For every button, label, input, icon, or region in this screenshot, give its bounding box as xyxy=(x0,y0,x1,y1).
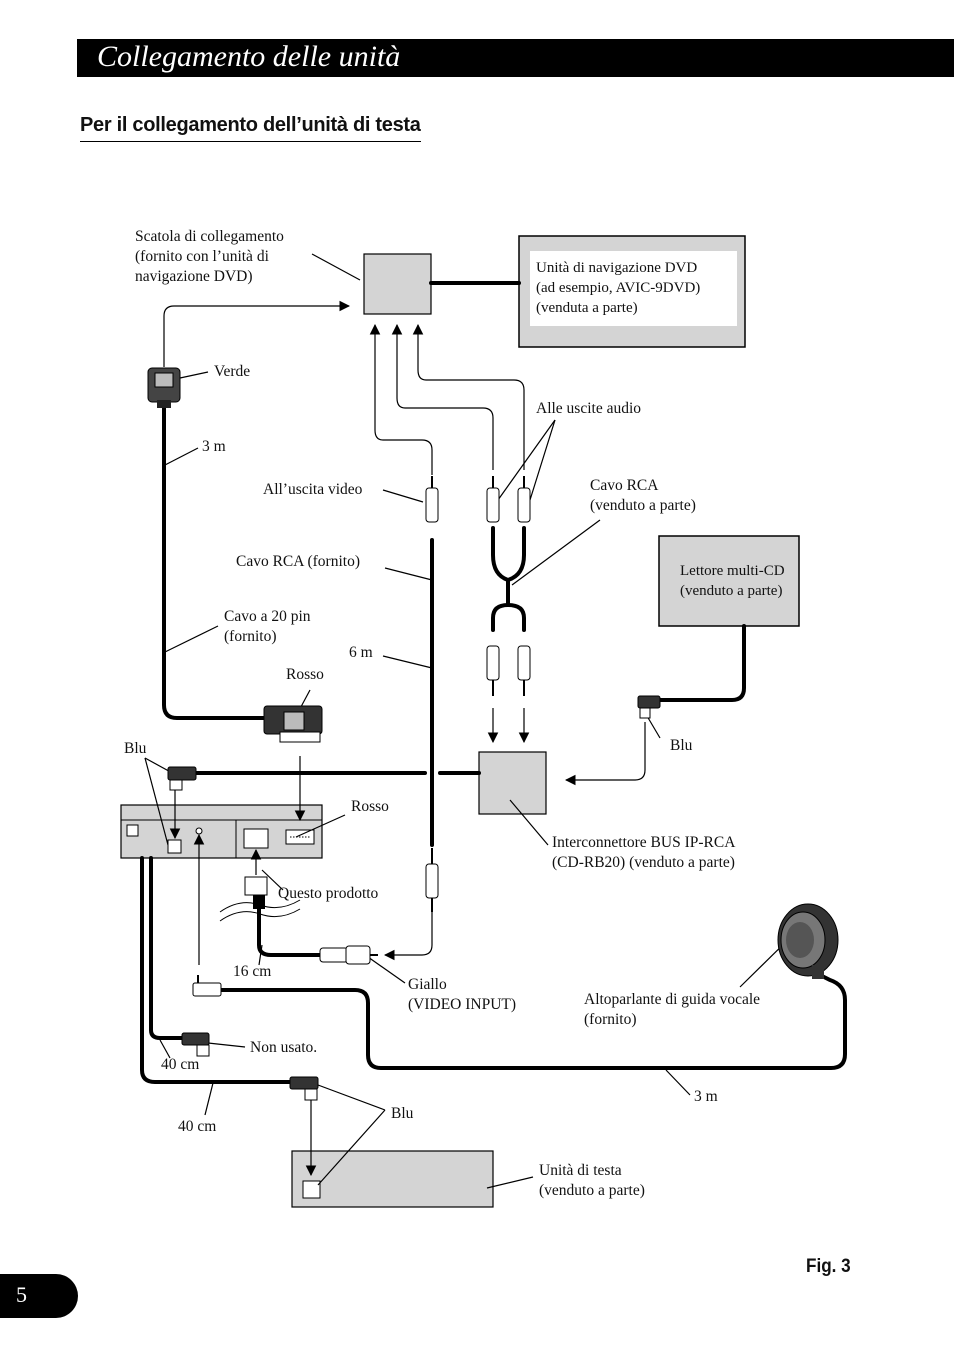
length-6m-label: 6 m xyxy=(349,644,373,661)
giallo-label: Giallo(VIDEO INPUT) xyxy=(408,976,517,1013)
multi-cd-label: Lettore multi-CD(venduto a parte) xyxy=(680,563,785,599)
page-number: 5 xyxy=(16,1282,27,1307)
section-title: Collegamento delle unità xyxy=(97,40,401,73)
verde-label: Verde xyxy=(214,363,251,380)
head-unit-label: Unità di testa(venduto a parte) xyxy=(539,1162,645,1199)
pin20-cable-label: Cavo a 20 pin(fornito) xyxy=(224,608,311,645)
green-connector xyxy=(147,367,181,408)
length-16cm-label: 16 cm xyxy=(233,963,272,980)
non-usato-label: Non usato. xyxy=(250,1039,318,1056)
rca-supplied-label: Cavo RCA (fornito) xyxy=(236,553,360,570)
dvd-nav-label: Unità di navigazione DVD(ad esempio, AVI… xyxy=(536,260,701,316)
length-40cm-a-label: 40 cm xyxy=(161,1056,200,1073)
rosso-mid-label: Rosso xyxy=(351,798,389,815)
product-unit xyxy=(120,804,323,859)
bus-ip-rca-box xyxy=(478,751,547,815)
dvd-nav-label-bg xyxy=(530,251,737,326)
blu-right-label: Blu xyxy=(670,737,693,754)
junction-box-label: Scatola di collegamento(fornito con l’un… xyxy=(135,228,284,285)
head-unit-port xyxy=(302,1180,321,1199)
junction-box xyxy=(363,253,432,315)
speaker-label: Altoparlante di guida vocale(fornito) xyxy=(584,991,761,1028)
blue-connectors xyxy=(167,695,661,1101)
subsection-title: Per il collegamento dell’unità di testa xyxy=(80,114,421,142)
page-number-tab: 5 xyxy=(0,1274,78,1318)
length-3m-top-label: 3 m xyxy=(202,438,226,455)
head-unit xyxy=(291,1150,494,1208)
rca-plugs xyxy=(425,487,531,899)
length-3m-bottom-label: 3 m xyxy=(694,1088,718,1105)
audio-out-label: Alle uscite audio xyxy=(536,400,642,417)
jack-plug xyxy=(192,975,222,997)
cable-end xyxy=(244,876,268,896)
yellow-connector xyxy=(319,945,378,965)
speaker-icon xyxy=(777,903,839,979)
multi-cd-player xyxy=(658,535,800,627)
figure-label: Fig. 3 xyxy=(806,1256,851,1277)
blu-bottom-label: Blu xyxy=(391,1105,414,1122)
length-40cm-b-label: 40 cm xyxy=(178,1118,217,1135)
blu-left-label: Blu xyxy=(124,740,147,757)
red-connector xyxy=(263,705,323,743)
rosso-top-label: Rosso xyxy=(286,666,324,683)
rca-cable-label: Cavo RCA(venduto a parte) xyxy=(590,477,696,514)
bus-ip-rca-label: Interconnettore BUS IP-RCA(CD-RB20) (ven… xyxy=(552,834,736,871)
video-out-label: All’uscita video xyxy=(263,481,363,498)
product-label: Questo prodotto xyxy=(278,885,379,902)
section-title-bar: Collegamento delle unità xyxy=(77,39,954,77)
